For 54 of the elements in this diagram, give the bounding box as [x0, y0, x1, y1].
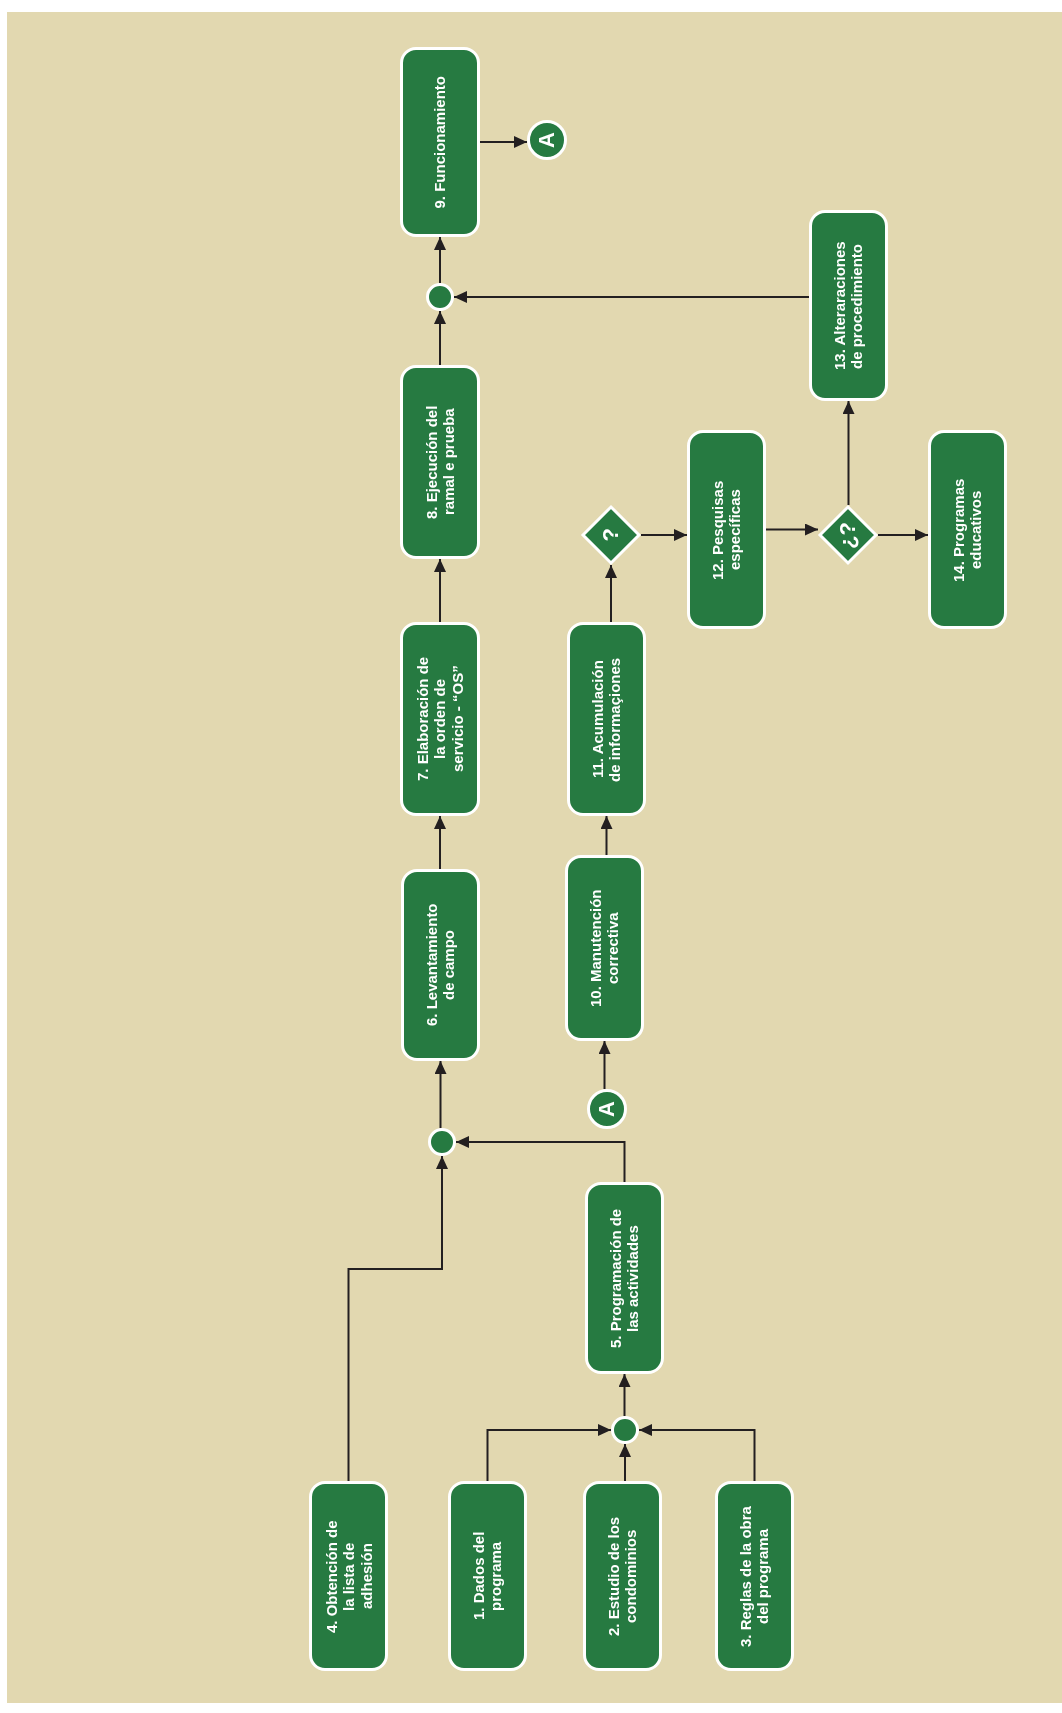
step-label: 10. Manutención correctiva: [587, 888, 622, 1008]
step-label: 13. Alteraraciones de procedimiento: [831, 240, 866, 372]
step-label: 14. Programas educativos: [950, 476, 985, 584]
arrow: [638, 1424, 756, 1482]
process-box: [567, 622, 646, 816]
step-label: 6. Levantamiento de campo: [423, 902, 458, 1029]
symbol-label: ?: [598, 528, 624, 542]
arrow: [479, 136, 528, 148]
arrow: [765, 523, 819, 536]
process-box: [809, 210, 888, 401]
process-box: [585, 1182, 664, 1374]
process-box: [583, 1481, 662, 1671]
arrow: [605, 564, 617, 623]
symbol-label: A: [594, 1101, 620, 1117]
step-label: 5. Programación de las actividades: [607, 1207, 642, 1350]
arrow: [600, 815, 613, 856]
step-label: 9. Funcionamiento: [431, 75, 449, 209]
arrow: [453, 291, 810, 303]
arrow: [486, 1424, 612, 1482]
arrow: [598, 1040, 611, 1090]
process-box: [448, 1481, 527, 1671]
decision-diamond: [818, 505, 878, 565]
arrow: [434, 236, 446, 284]
arrow: [842, 400, 855, 506]
arrow: [640, 529, 688, 541]
process-box: [400, 47, 480, 237]
step-label: 3. Reglas de la obra del programa: [737, 1504, 772, 1649]
process-box: [401, 869, 480, 1061]
decision-diamond: [581, 505, 641, 565]
arrow: [434, 558, 446, 623]
arrow: [347, 1155, 448, 1482]
process-box: [309, 1481, 388, 1671]
process-box: [687, 430, 766, 629]
step-label: 1. Dados del programa: [470, 1530, 505, 1623]
arrow: [455, 1136, 626, 1183]
process-box: [715, 1481, 794, 1671]
arrow: [877, 529, 929, 541]
arrow: [619, 1443, 631, 1482]
step-label: 4. Obtención de la lista de adhesión: [322, 1518, 375, 1635]
process-box: [928, 430, 1007, 629]
symbol-label: ¿?: [835, 521, 861, 549]
step-label: 7. Elaboración de la orden de servicio - “OS”: [414, 655, 466, 784]
arrow: [434, 1060, 447, 1129]
arrow: [618, 1373, 631, 1417]
step-label: 2. Estudio de los condominios: [605, 1515, 640, 1638]
step-label: 11. Acumulación de informaçiones: [589, 655, 624, 784]
arrow: [434, 310, 446, 366]
symbol-label: A: [534, 132, 560, 148]
step-label: 12. Pesquisas específicas: [709, 478, 744, 582]
arrow: [434, 815, 446, 870]
process-box: [400, 622, 480, 816]
process-box: [565, 855, 644, 1041]
process-box: [400, 365, 480, 559]
step-label: 8. Ejecución del ramal e prueba: [422, 404, 458, 521]
